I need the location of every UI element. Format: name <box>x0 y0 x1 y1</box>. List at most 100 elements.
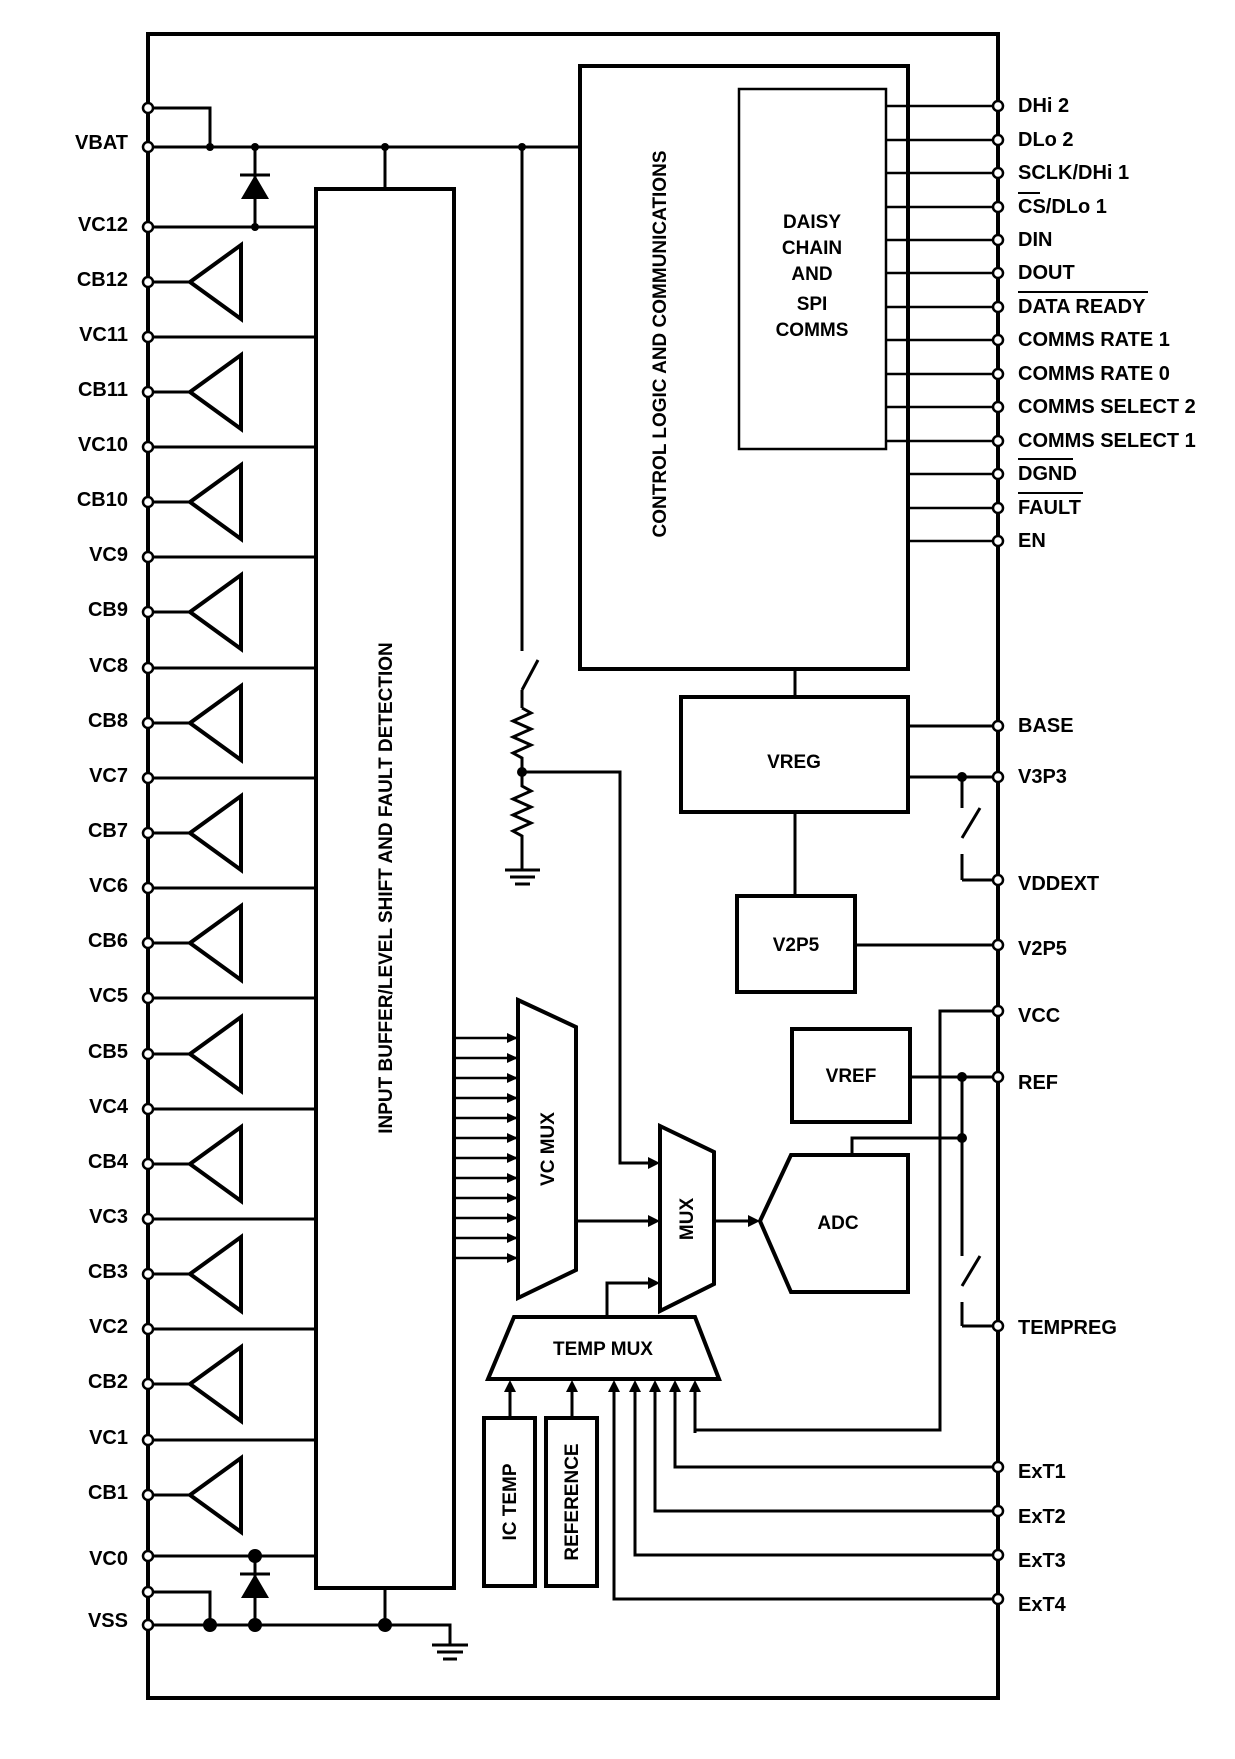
buffer-triangle <box>186 1013 243 1095</box>
left-pin-labels: VBAT VC12 CB12 VC11 CB11 VC10 CB10 VC9 C… <box>75 132 129 1632</box>
pin-ext3: ExT3 <box>1018 1550 1066 1572</box>
buffer-triangle <box>186 241 243 323</box>
pin-data-ready: DATA READY <box>1018 296 1146 318</box>
pin-dlo2: DLo 2 <box>1018 129 1074 151</box>
temp-mux-inputs <box>504 1380 998 1601</box>
mux-block <box>658 1122 716 1315</box>
buffer-triangle <box>186 682 243 764</box>
vreg-label: VREG <box>767 752 821 773</box>
pin-cb4: CB4 <box>88 1151 129 1173</box>
pin-vc12: VC12 <box>78 214 128 236</box>
pin-cs-dlo1: CS/DLo 1 <box>1018 196 1107 218</box>
pin-tempreg: TEMPREG <box>1018 1317 1117 1339</box>
vref-label: VREF <box>826 1066 877 1087</box>
diode-vss-icon <box>241 1574 269 1598</box>
buffer-triangle <box>186 902 243 984</box>
pin-base: BASE <box>1018 715 1074 737</box>
pin-comms-select1: COMMS SELECT 1 <box>1018 430 1196 452</box>
pin-cb2: CB2 <box>88 1371 128 1393</box>
control-logic-label: CONTROL LOGIC AND COMMUNICATIONS <box>650 150 671 537</box>
pin-dout: DOUT <box>1018 262 1075 284</box>
pin-fault: FAULT <box>1018 497 1081 519</box>
pin-vc9: VC9 <box>89 544 128 566</box>
resistor-icon <box>509 772 535 870</box>
pin-ref: REF <box>1018 1072 1058 1094</box>
buffer-triangle <box>186 792 243 874</box>
buffer-triangle <box>186 571 243 653</box>
pin-vc7: VC7 <box>89 765 128 787</box>
pin-vc10: VC10 <box>78 434 128 456</box>
pin-ext1: ExT1 <box>1018 1461 1066 1483</box>
pin-vc3: VC3 <box>89 1206 128 1228</box>
pin-cb10: CB10 <box>77 489 128 511</box>
reference-label: REFERENCE <box>562 1443 583 1560</box>
pin-v2p5: V2P5 <box>1018 938 1067 960</box>
pin-cb8: CB8 <box>88 710 128 732</box>
input-buffer-label: INPUT BUFFER/LEVEL SHIFT AND FAULT DETEC… <box>376 642 397 1134</box>
diodes <box>240 173 270 1598</box>
pin-vddext: VDDEXT <box>1018 873 1099 895</box>
input-buffer-block <box>314 187 456 1590</box>
pin-dhi2: DHi 2 <box>1018 95 1069 117</box>
pin-comms-rate0: COMMS RATE 0 <box>1018 363 1170 385</box>
pin-dgnd: DGND <box>1018 463 1077 485</box>
pin-comms-rate1: COMMS RATE 1 <box>1018 329 1170 351</box>
right-pins <box>991 99 1005 1606</box>
left-pins <box>141 101 155 1632</box>
resistor-icon <box>509 706 535 772</box>
daisy-chain-line2: CHAIN <box>782 238 842 259</box>
pin-cb5: CB5 <box>88 1041 128 1063</box>
mux-label: MUX <box>677 1198 698 1241</box>
daisy-chain-block <box>737 87 888 451</box>
pin-cb6: CB6 <box>88 930 128 952</box>
comms-wiring <box>886 104 998 543</box>
pin-vc11: VC11 <box>79 324 128 346</box>
ic-temp-block <box>482 1416 537 1588</box>
pin-vc8: VC8 <box>89 655 128 677</box>
overbars <box>1018 192 1148 494</box>
pin-cb1: CB1 <box>88 1482 128 1504</box>
pin-vcc: VCC <box>1018 1005 1060 1027</box>
ground-icon <box>432 1643 468 1661</box>
adc-label: ADC <box>817 1213 858 1234</box>
right-pin-labels: DHi 2 DLo 2 SCLK/DHi 1 CS/DLo 1 DIN DOUT… <box>1018 95 1196 1616</box>
daisy-chain-line1: DAISY <box>783 212 841 233</box>
pin-vc5: VC5 <box>89 985 128 1007</box>
pin-din: DIN <box>1018 229 1052 251</box>
pin-cb3: CB3 <box>88 1261 128 1283</box>
vref-block <box>790 1027 912 1124</box>
pin-vss: VSS <box>88 1610 128 1632</box>
vc-mux-block <box>516 996 578 1302</box>
adc-block <box>757 1153 910 1294</box>
ic-temp-label: IC TEMP <box>500 1463 521 1540</box>
daisy-chain-line5: COMMS <box>776 320 849 341</box>
left-junctions <box>203 143 526 1632</box>
pin-ext2: ExT2 <box>1018 1506 1066 1528</box>
v2p5-label: V2P5 <box>773 935 820 956</box>
temp-mux-label: TEMP MUX <box>553 1339 653 1360</box>
pin-ext4: ExT4 <box>1018 1594 1067 1616</box>
cb-buffers <box>186 241 243 1536</box>
pin-v3p3: V3P3 <box>1018 766 1067 788</box>
pin-cb7: CB7 <box>88 820 128 842</box>
buffer-triangle <box>186 1454 243 1536</box>
buffer-triangle <box>186 1343 243 1425</box>
vddext-switch-icon <box>957 772 998 882</box>
pin-vc1: VC1 <box>89 1427 128 1449</box>
pin-vc0: VC0 <box>89 1548 128 1570</box>
buffer-triangle <box>186 461 243 543</box>
pin-en: EN <box>1018 530 1046 552</box>
buffer-triangle <box>186 1233 243 1315</box>
reference-block <box>544 1416 599 1588</box>
temp-mux-block <box>484 1315 722 1381</box>
vbat-divider <box>505 147 660 1169</box>
pin-vc4: VC4 <box>89 1096 129 1118</box>
v2p5-block <box>735 894 857 994</box>
buffer-triangle <box>186 351 243 433</box>
vc-mux-label: VC MUX <box>538 1112 559 1186</box>
pin-comms-select2: COMMS SELECT 2 <box>1018 396 1196 418</box>
diode-vbat-icon <box>241 175 269 199</box>
chip-outline <box>146 32 1000 1700</box>
pin-cb9: CB9 <box>88 599 128 621</box>
